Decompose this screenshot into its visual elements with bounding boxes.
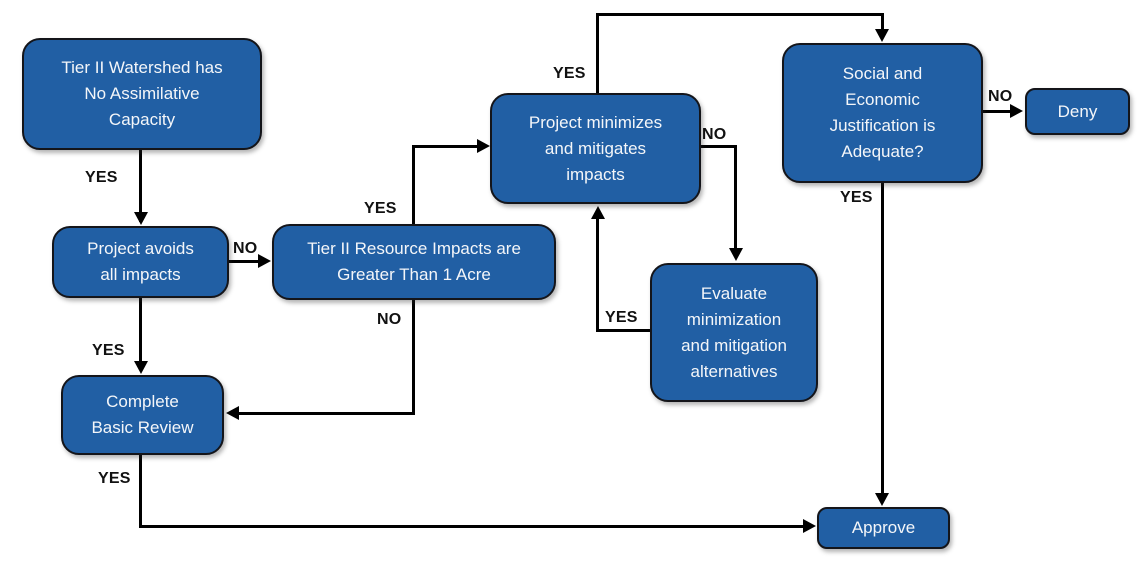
edge-basic-review-yes-line-v xyxy=(139,455,142,528)
edge-watershed-yes-line xyxy=(139,150,142,222)
label-evaluate-yes: YES xyxy=(605,309,638,326)
edge-avoids-no-line xyxy=(229,260,267,263)
node-evaluate-alternatives: Evaluate minimization and mitigation alt… xyxy=(650,263,818,402)
node-tier2-watershed: Tier II Watershed has No Assimilative Ca… xyxy=(22,38,262,150)
label-minimizes-no: NO xyxy=(702,126,727,143)
label-avoids-no: NO xyxy=(233,240,258,257)
edge-evaluate-yes-arrowhead xyxy=(591,206,605,219)
edge-resource-no-line-h xyxy=(234,412,415,415)
edge-resource-yes-line-h xyxy=(412,145,484,148)
edge-minimizes-no-arrowhead xyxy=(729,248,743,261)
edge-social-yes-arrowhead xyxy=(875,493,889,506)
edge-avoids-yes-arrowhead xyxy=(134,361,148,374)
edge-evaluate-yes-line-h xyxy=(596,329,650,332)
label-avoids-yes: YES xyxy=(92,342,125,359)
label-resource-yes: YES xyxy=(364,200,397,217)
node-social-economic: Social and Economic Justification is Ade… xyxy=(782,43,983,183)
edge-watershed-yes-arrowhead xyxy=(134,212,148,225)
node-resource-impacts: Tier II Resource Impacts are Greater Tha… xyxy=(272,224,556,300)
label-resource-no: NO xyxy=(377,311,402,328)
edge-minimizes-yes-line-v2 xyxy=(881,13,884,35)
edge-social-yes-line xyxy=(881,183,884,501)
node-deny: Deny xyxy=(1025,88,1130,135)
node-project-minimizes: Project minimizes and mitigates impacts xyxy=(490,93,701,204)
label-watershed-yes: YES xyxy=(85,169,118,186)
label-basic-review-yes: YES xyxy=(98,470,131,487)
edge-basic-review-yes-line-h xyxy=(139,525,809,528)
edge-avoids-yes-line xyxy=(139,298,142,370)
node-complete-basic-review: Complete Basic Review xyxy=(61,375,224,455)
edge-avoids-no-arrowhead xyxy=(258,254,271,268)
edge-minimizes-yes-line-v1 xyxy=(596,13,599,93)
label-social-yes: YES xyxy=(840,189,873,206)
label-minimizes-yes: YES xyxy=(553,65,586,82)
edge-social-no-line xyxy=(983,110,1019,113)
edge-minimizes-yes-line-h xyxy=(596,13,884,16)
edge-minimizes-no-line-v xyxy=(734,145,737,255)
node-project-avoids: Project avoids all impacts xyxy=(52,226,229,298)
edge-basic-review-yes-arrowhead xyxy=(803,519,816,533)
edge-social-no-arrowhead xyxy=(1010,104,1023,118)
edge-resource-no-line-v xyxy=(412,300,415,415)
edge-resource-yes-line-v xyxy=(412,145,415,224)
edge-resource-no-arrowhead xyxy=(226,406,239,420)
label-social-no: NO xyxy=(988,88,1013,105)
edge-evaluate-yes-line-v xyxy=(596,212,599,332)
edge-resource-yes-arrowhead xyxy=(477,139,490,153)
edge-minimizes-no-line-h xyxy=(701,145,737,148)
node-approve: Approve xyxy=(817,507,950,549)
edge-minimizes-yes-arrowhead xyxy=(875,29,889,42)
